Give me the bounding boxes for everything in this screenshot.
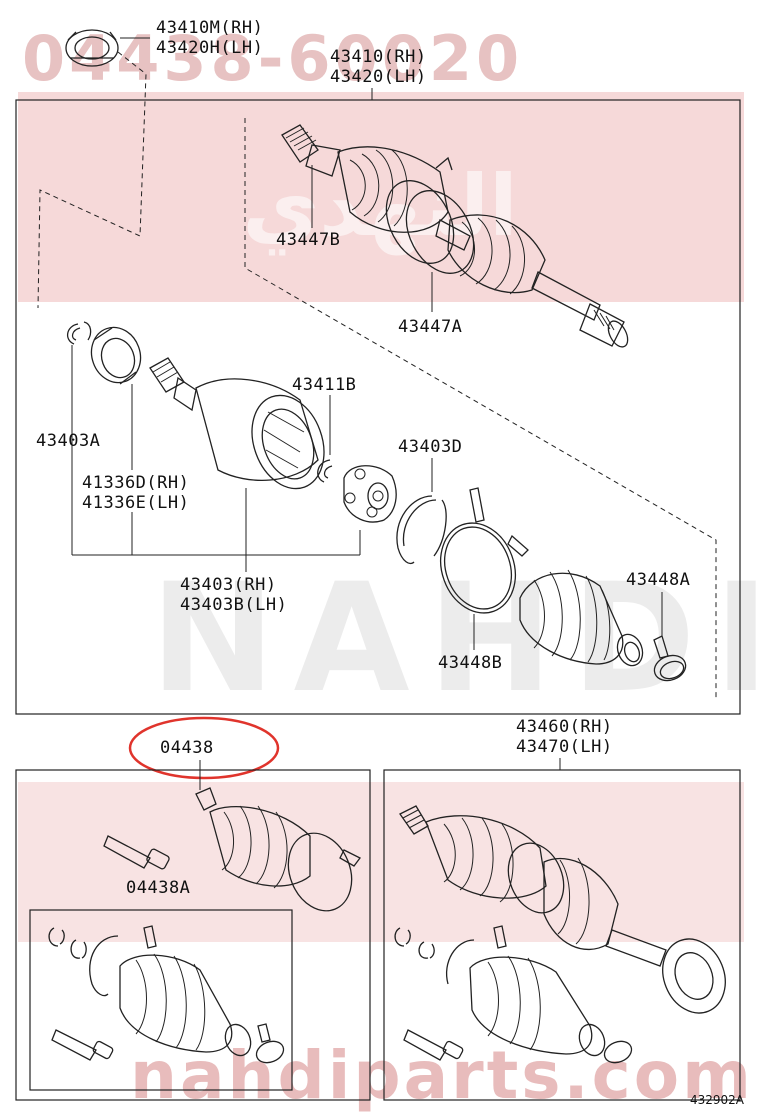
snap-ring-403d-part: 43403D: [396, 437, 462, 565]
label-seal-top-rh: 43410M(RH): [156, 18, 263, 38]
boot-kit-highlight-circle: [128, 716, 280, 780]
shaft-asm-frame: [383, 769, 741, 1101]
boot-kit-outer-parts: [103, 787, 361, 912]
outer-race-part: [149, 357, 325, 490]
label-seal-top-lh: 43420H(LH): [156, 38, 263, 58]
watermark-layer: النهدي 04438-60020 NAHDI nahdiparts.com: [18, 22, 760, 1112]
watermark-brand: NAHDI: [150, 552, 760, 726]
seal-top-callout: 43410M(RH) 43420H(LH): [37, 18, 263, 309]
shaft-asm-parts: [394, 805, 726, 1064]
driveshaft-assembly: [281, 124, 629, 348]
label-seal-rh: 41336D(RH): [82, 473, 189, 493]
label-joint-rh: 43403(RH): [180, 575, 277, 595]
clamp-448a-part: 43448A: [626, 570, 690, 682]
tripod-joint-part: [343, 465, 397, 523]
shaft-assembly-outline: [244, 118, 717, 700]
label-seal-lh: 41336E(LH): [82, 493, 189, 513]
joint-group-bracket: 43403A 41336D(RH) 41336E(LH) 43403(RH) 4…: [36, 345, 361, 615]
label-shaft-asm-lh: 43470(LH): [516, 737, 613, 757]
boot-part: [519, 569, 644, 667]
label-snap-ring-403a: 43403A: [36, 431, 100, 451]
clamp-448b-part: 43448B: [438, 487, 529, 673]
watermark-arabic: النهدي: [242, 157, 518, 256]
label-clamp-448a: 43448A: [626, 570, 690, 590]
diagram-code: 432902A: [690, 1093, 745, 1107]
watermark-band-bottom: [18, 782, 744, 942]
label-joint-lh: 43403B(LH): [180, 595, 287, 615]
label-boot-kit-a: 04438A: [126, 878, 190, 898]
shaft-asm-callout: 43460(RH) 43470(LH): [516, 717, 613, 770]
main-frame: [15, 99, 741, 715]
label-snap-ring-403d: 43403D: [398, 437, 462, 457]
oil-seal-part: [90, 326, 142, 385]
label-circlip-411b: 43411B: [292, 375, 356, 395]
boot-kit-a-parts: [48, 925, 285, 1064]
circlip-411b-part: 43411B: [292, 375, 356, 483]
label-shaft-rh: 43410(RH): [330, 47, 427, 67]
label-boot-kit: 04438: [160, 738, 214, 758]
boot-kit-a-callout: 04438A: [126, 878, 190, 898]
boot-kit-callout: 04438: [128, 716, 280, 790]
shaft-callout: 43410(RH) 43420(LH): [330, 47, 427, 100]
clamp-447b-callout: 43447B: [276, 165, 340, 250]
boot-kit-a-frame: [29, 909, 293, 1091]
label-clamp-447b: 43447B: [276, 230, 340, 250]
label-shaft-lh: 43420(LH): [330, 67, 427, 87]
snap-ring-403a-part: [67, 321, 92, 345]
boot-kit-frame: [15, 769, 371, 1101]
clamp-447a-callout: 43447A: [398, 272, 462, 337]
seal-top-part: [65, 29, 119, 67]
watermark-band-top: [18, 92, 744, 302]
label-clamp-447a: 43447A: [398, 317, 462, 337]
label-clamp-448b: 43448B: [438, 653, 502, 673]
label-shaft-asm-rh: 43460(RH): [516, 717, 613, 737]
